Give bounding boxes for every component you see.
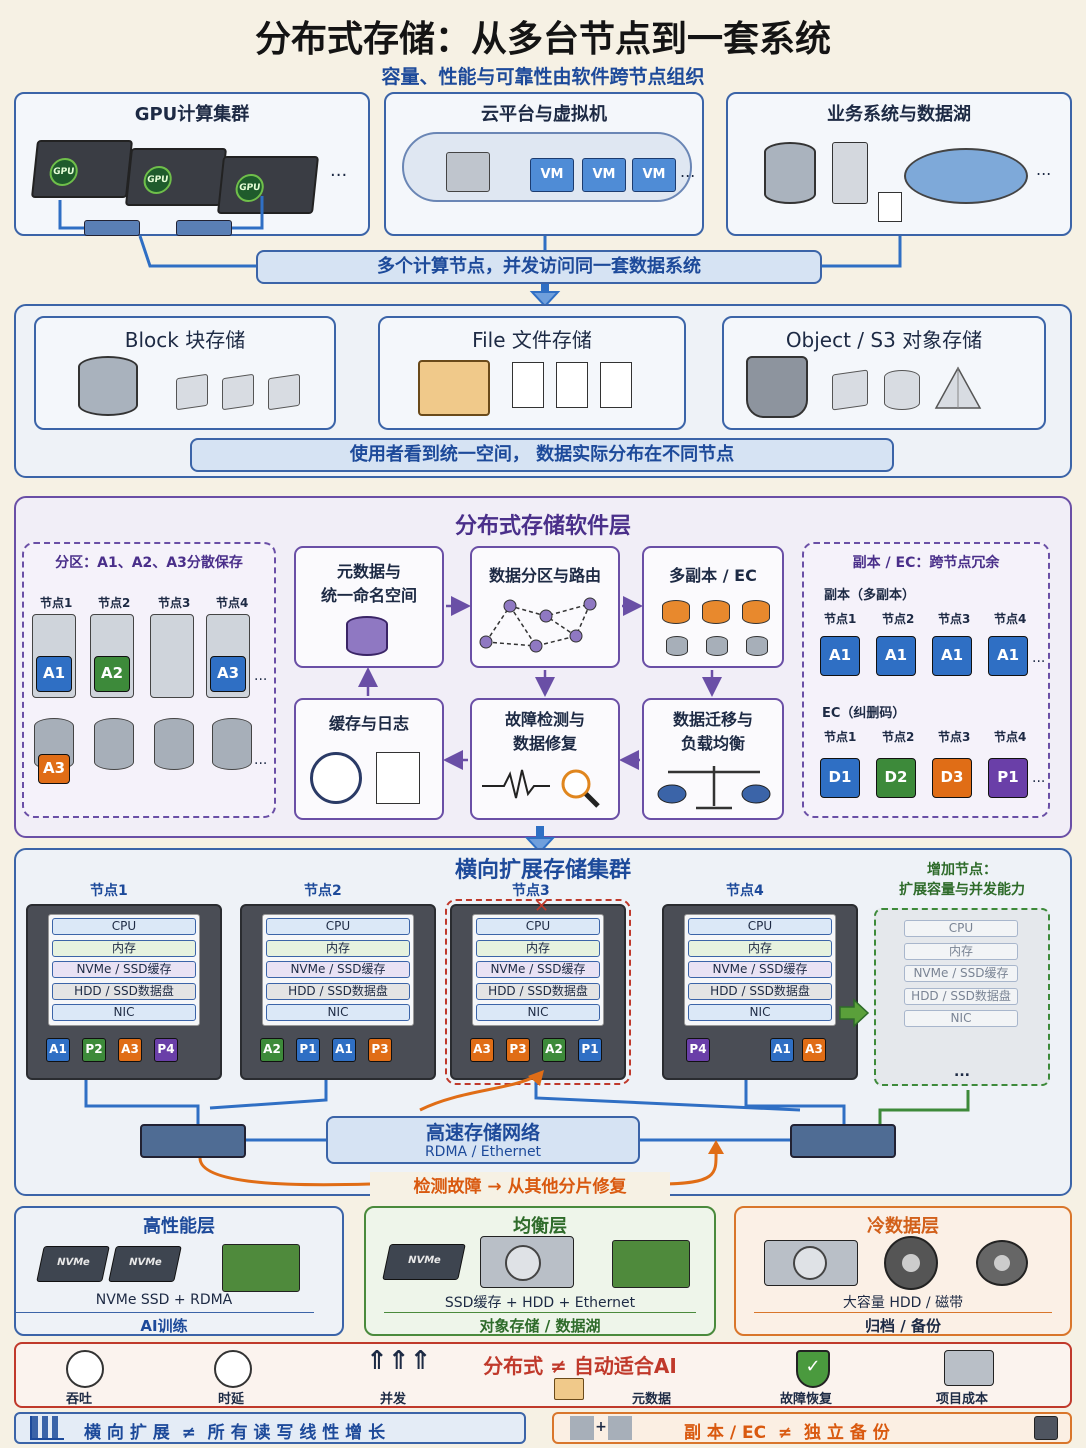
summary-item: 元数据 xyxy=(632,1388,671,1407)
hdd-icon xyxy=(480,1236,574,1288)
recovery-label: 检测故障 → 从其他分片修复 xyxy=(370,1172,670,1197)
summary-item: 项目成本 xyxy=(936,1388,988,1407)
network-card-icon xyxy=(222,1244,300,1292)
tier-desc: 大容量 HDD / 磁带 xyxy=(734,1292,1072,1312)
nvme-drive-icon: NVMe xyxy=(382,1244,466,1280)
summary-item: 故障恢复 xyxy=(780,1388,832,1407)
tier-title: 高性能层 xyxy=(14,1212,344,1238)
network-card-icon xyxy=(612,1240,690,1288)
gauge-icon xyxy=(66,1350,104,1388)
database-plus-icon: + xyxy=(570,1416,632,1440)
footer-right-text: 副 本 / EC ≠ 独 立 备 份 xyxy=(684,1418,890,1443)
storage-network-subtitle: RDMA / Ethernet xyxy=(326,1144,640,1160)
folder-tree-icon xyxy=(554,1378,584,1400)
network-links xyxy=(0,0,1086,1200)
tier-title: 冷数据层 xyxy=(734,1212,1072,1238)
tier-desc: NVMe SSD + RDMA xyxy=(14,1292,314,1308)
network-switch-icon xyxy=(790,1124,896,1158)
summary-item: 时延 xyxy=(218,1388,244,1407)
tier-title: 均衡层 xyxy=(364,1212,716,1238)
tape-reel-icon xyxy=(884,1236,938,1290)
summary-item: 并发 xyxy=(380,1388,406,1407)
shield-check-icon: ✓ xyxy=(796,1350,830,1388)
clock-icon xyxy=(214,1350,252,1388)
calculator-icon xyxy=(944,1350,994,1386)
summary-item: 吞吐 xyxy=(66,1388,92,1407)
tape-reel-icon xyxy=(976,1240,1028,1286)
nvme-drive-icon: NVMe xyxy=(36,1246,110,1282)
upload-arrows-icon: ⇑⇑⇑ xyxy=(366,1346,431,1376)
nvme-drive-icon: NVMe xyxy=(108,1246,182,1282)
summary-title: 分布式 ≠ 自动适合AI xyxy=(440,1350,720,1379)
network-switch-icon xyxy=(140,1124,246,1158)
tier-use: AI训练 xyxy=(14,1312,314,1336)
tier-use: 归档 / 备份 xyxy=(754,1312,1052,1336)
hdd-icon xyxy=(764,1240,858,1286)
bar-chart-icon xyxy=(30,1416,64,1440)
tier-desc: SSD缓存 + HDD + Ethernet xyxy=(364,1292,716,1312)
storage-network-title: 高速存储网络 xyxy=(326,1118,640,1145)
footer-left-text: 横 向 扩 展 ≠ 所 有 读 写 线 性 增 长 xyxy=(84,1418,385,1443)
backup-box-icon xyxy=(1034,1416,1058,1440)
tier-use: 对象存储 / 数据湖 xyxy=(384,1312,696,1336)
